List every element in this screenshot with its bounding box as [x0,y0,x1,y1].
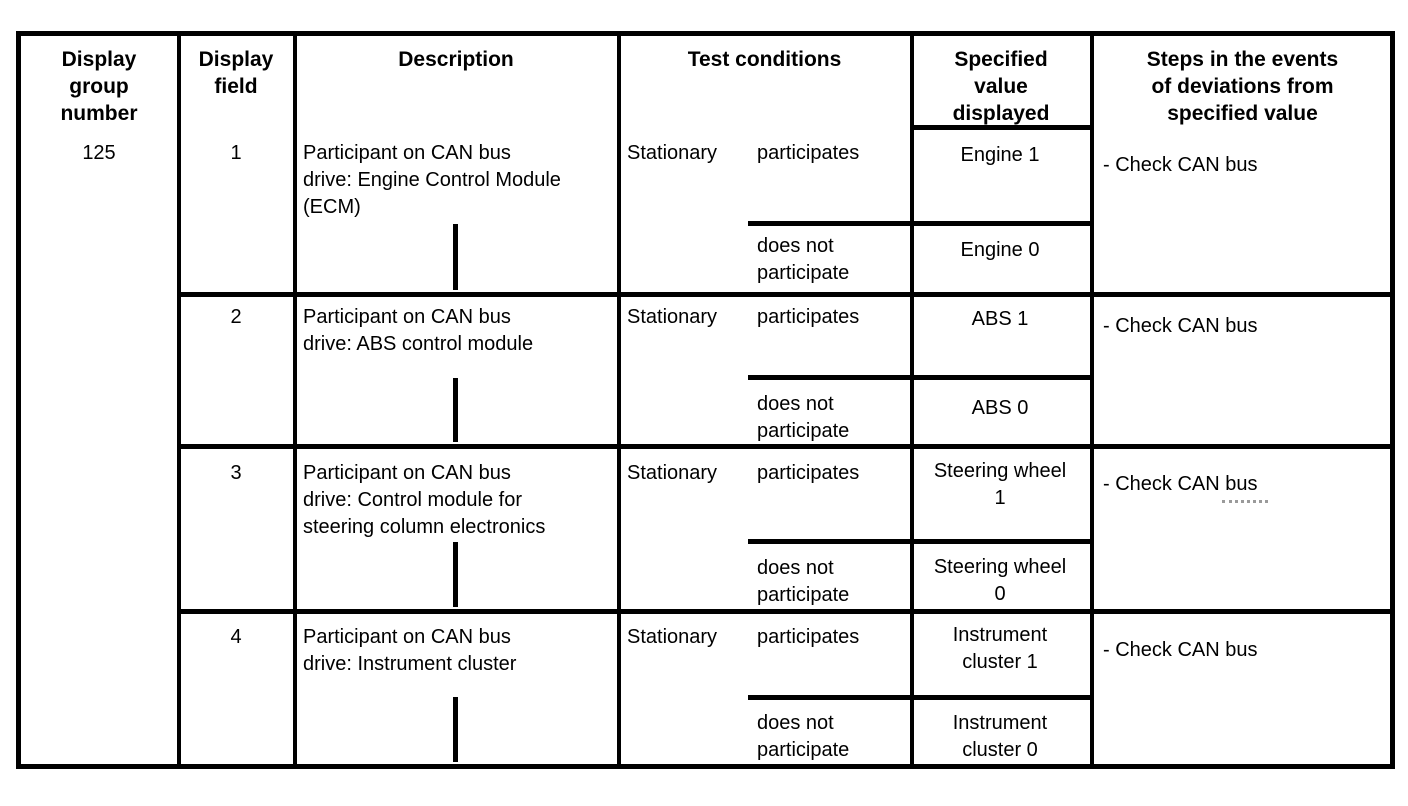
subrow-divider-1 [748,221,1094,226]
row4-display-field: 4 [230,626,242,648]
row2-test-condition: Stationary [627,306,718,328]
row1-specified-value-positive: Engine 1 [960,144,1040,166]
table-outer-border [16,31,1395,769]
row2-condition-does-not-participate: does not participate [757,393,850,442]
row1-description: Participant on CAN bus drive: Engine Con… [303,142,561,218]
row4-specified-value-negative: Instrument cluster 0 [952,712,1048,761]
description-continuation-bar-1 [453,224,458,290]
row4-specified-value-positive: Instrument cluster 1 [952,624,1048,673]
row1-display-field: 1 [230,142,242,164]
subrow-divider-3 [748,539,1094,544]
description-continuation-bar-4 [453,697,458,762]
header-description: Description [398,48,514,71]
table-gridline-col1 [177,31,181,769]
row-separator-1 [177,292,1391,297]
row4-test-condition: Stationary [627,626,718,648]
row1-condition-participates: participates [757,142,860,164]
row2-specified-value-negative: ABS 0 [971,397,1029,419]
row3-description: Participant on CAN bus drive: Control mo… [303,462,546,538]
header-display-group-number: Display group number [60,48,138,125]
row2-specified-value-positive: ABS 1 [971,308,1029,330]
table-gridline-col2 [293,31,297,769]
row4-steps: - Check CAN bus [1103,639,1258,661]
row-separator-2 [177,444,1391,449]
row3-condition-participates: participates [757,462,860,484]
table-gridline-col4 [910,31,914,769]
subrow-divider-2 [748,375,1094,380]
row2-display-field: 2 [230,306,242,328]
row3-specified-value-negative: Steering wheel 0 [933,556,1067,605]
row-separator-3 [177,609,1391,614]
table-gridline-col5 [1090,31,1094,769]
row4-condition-does-not-participate: does not participate [757,712,850,761]
row1-specified-value-negative: Engine 0 [960,239,1040,261]
scan-artifact [1222,500,1268,503]
header-test-conditions: Test conditions [687,48,842,71]
display-group-number-value: 125 [82,142,116,164]
row1-condition-does-not-participate: does not participate [757,235,850,284]
row2-condition-participates: participates [757,306,860,328]
row2-description: Participant on CAN bus drive: ABS contro… [303,306,534,355]
row4-condition-participates: participates [757,626,860,648]
description-continuation-bar-2 [453,378,458,442]
subrow-divider-4 [748,695,1094,700]
specified-value-header-underline [910,125,1094,130]
header-specified-value: Specified value displayed [952,48,1050,125]
row3-test-condition: Stationary [627,462,718,484]
row3-condition-does-not-participate: does not participate [757,557,850,606]
row1-test-condition: Stationary [627,142,718,164]
row3-specified-value-positive: Steering wheel 1 [933,460,1067,509]
description-continuation-bar-3 [453,542,458,607]
table-gridline-col3 [617,31,621,769]
row1-steps: - Check CAN bus [1103,154,1258,176]
row3-display-field: 3 [230,462,242,484]
row4-description: Participant on CAN bus drive: Instrument… [303,626,517,675]
header-steps: Steps in the events of deviations from s… [1146,48,1339,125]
row2-steps: - Check CAN bus [1103,315,1258,337]
row3-steps: - Check CAN bus [1103,473,1258,495]
header-display-field: Display field [198,48,274,98]
